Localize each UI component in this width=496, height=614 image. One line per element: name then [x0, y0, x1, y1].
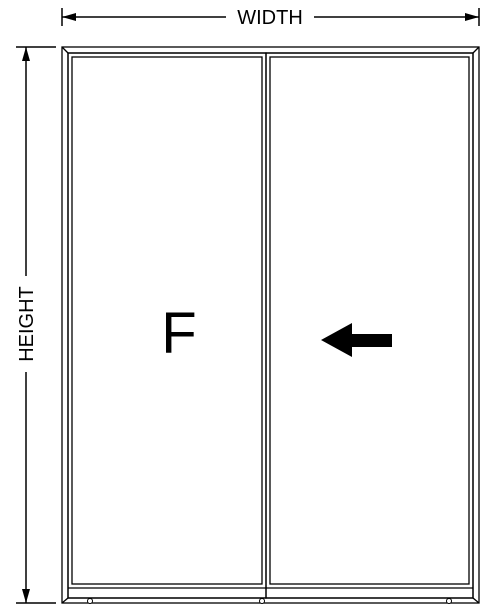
width-arrowhead-right-icon [465, 13, 479, 21]
height-arrowhead-bottom-icon [22, 589, 30, 603]
frame-miter-top-left [61, 46, 69, 54]
frame-miter-top-right [472, 46, 480, 54]
width-label: WIDTH [237, 7, 303, 29]
panel-sliding-sash-outer [265, 52, 474, 599]
panel-sliding [265, 52, 474, 599]
panel-sliding-glass [269, 56, 470, 585]
frame-miter-bottom-left [61, 597, 69, 604]
frame-miter-bottom-right [472, 597, 480, 604]
arrow-left-icon [321, 323, 392, 357]
roller-icon [446, 598, 452, 604]
panel-fixed-glass [71, 56, 263, 585]
roller-icon [87, 598, 93, 604]
width-arrowhead-left-icon [62, 13, 76, 21]
height-dimension [16, 46, 56, 604]
width-dimension [61, 8, 480, 26]
height-label: HEIGHT [16, 286, 38, 362]
roller-icon [259, 598, 265, 604]
panel-fixed [67, 52, 267, 599]
height-arrowhead-top-icon [22, 47, 30, 61]
bottom-rollers [87, 598, 452, 604]
frame-outer-edge [61, 46, 480, 604]
fixed-panel-label: F [161, 301, 196, 366]
